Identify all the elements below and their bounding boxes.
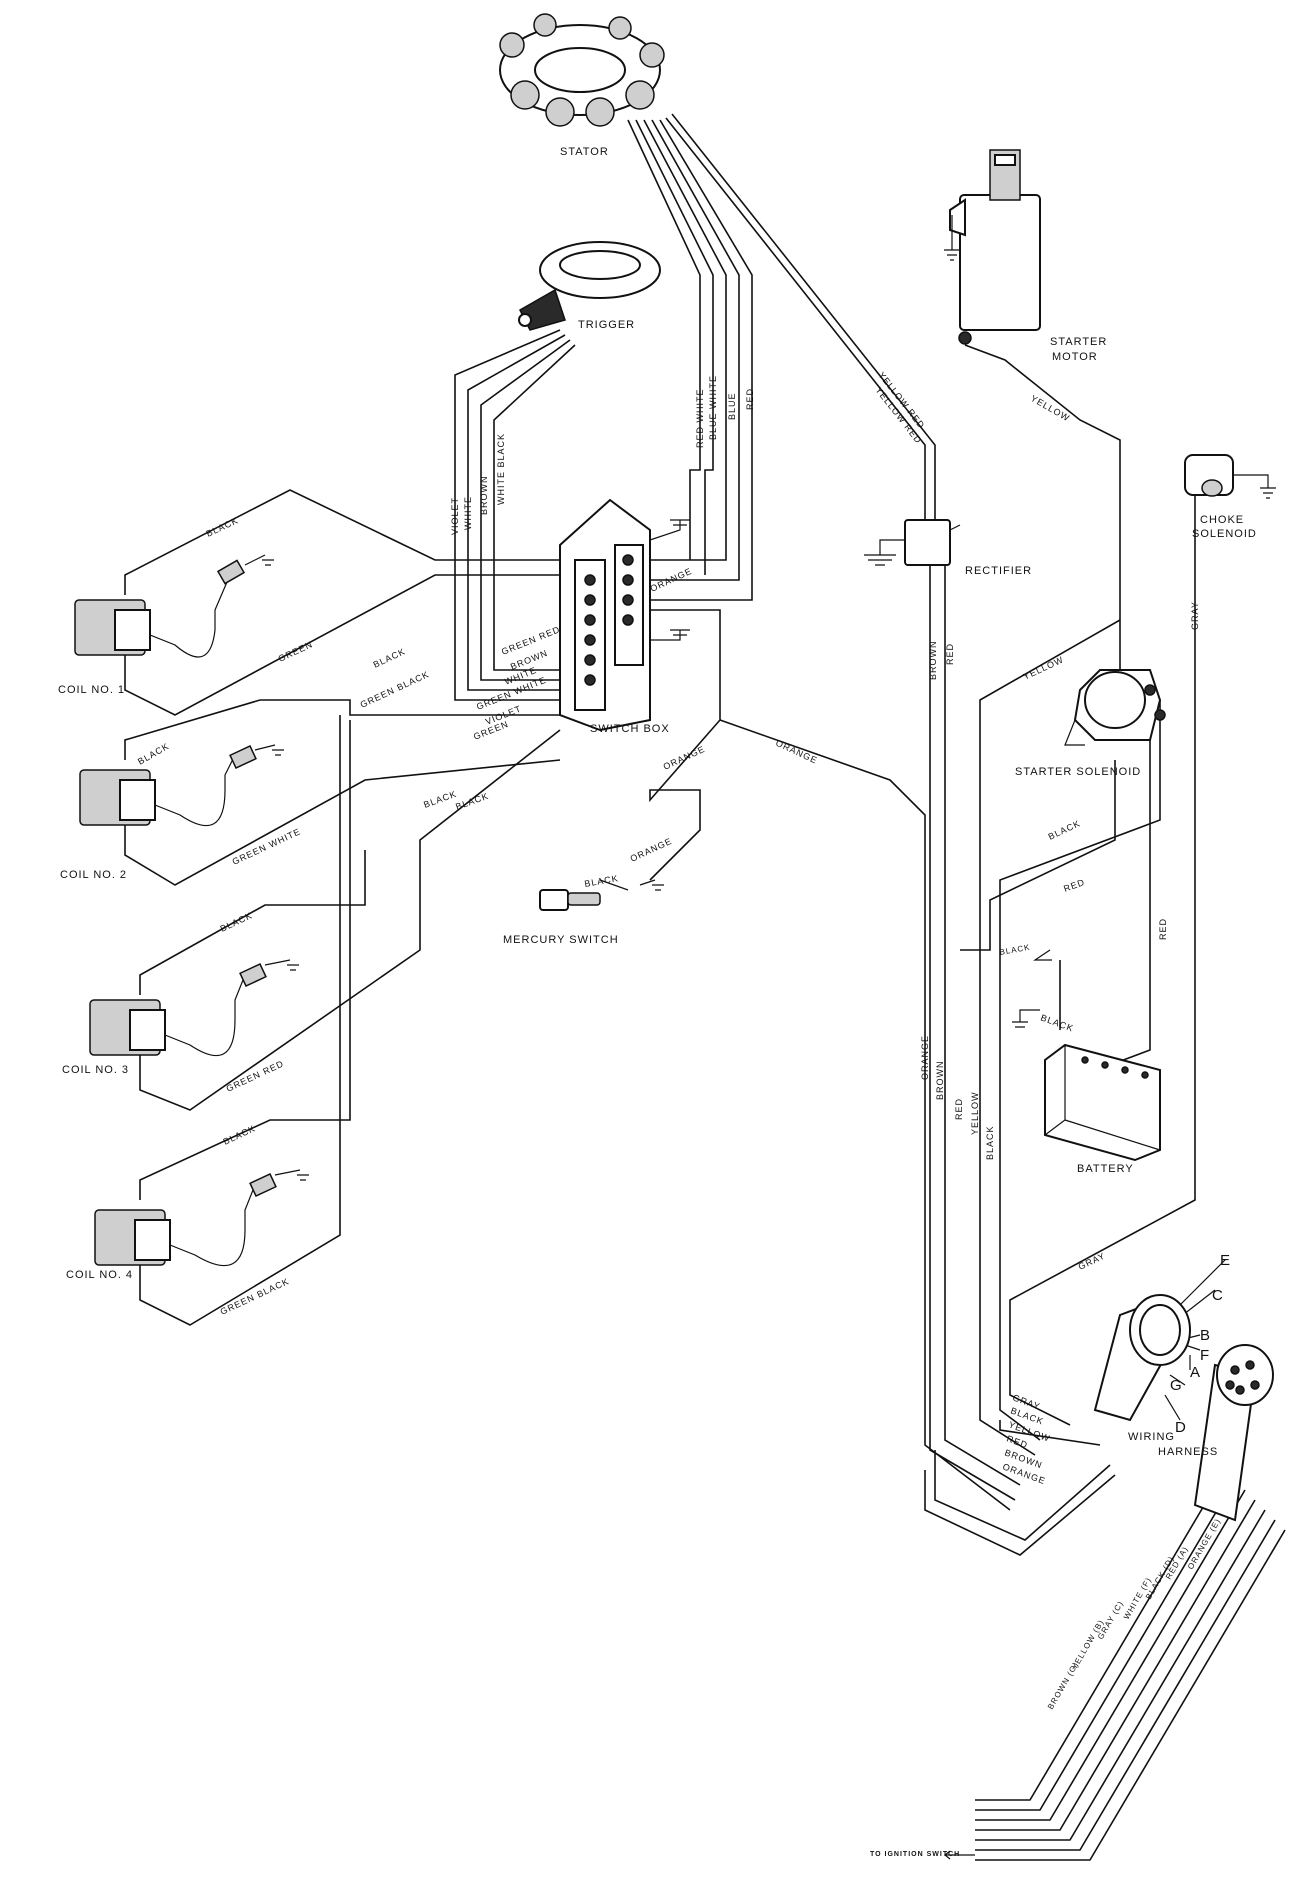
wire-label-green-black-mid: GREEN BLACK	[359, 669, 431, 710]
wire-label-brown-bundle: BROWN	[935, 1061, 945, 1101]
wire-label-blue-white: BLUE WHITE	[708, 375, 718, 440]
starter-motor-label-2: MOTOR	[1052, 351, 1098, 363]
wire-label-orange-b: ORANGE	[662, 744, 707, 772]
wire-label-yellow-bundle: YELLOW	[970, 1091, 980, 1135]
wire-label-black-sol: BLACK	[1047, 818, 1083, 842]
choke-solenoid-label-2: SOLENOID	[1192, 528, 1257, 540]
wire-label-yellow-sol: YELLOW	[1022, 654, 1066, 681]
plug-letter-d: D	[1175, 1419, 1187, 1436]
to-ignition-switch-label: TO IGNITION SWITCH	[870, 1851, 960, 1858]
wire-label-brown: BROWN	[479, 476, 489, 516]
starter-motor-label-1: STARTER	[1050, 336, 1107, 348]
starter-solenoid-label: STARTER SOLENOID	[1015, 766, 1141, 778]
plug-letter-c: C	[1212, 1287, 1224, 1304]
wire-label-green-black-c4: GREEN BLACK	[219, 1276, 291, 1317]
coil-1	[74, 554, 274, 658]
plug-letter-a: A	[1190, 1364, 1201, 1381]
battery-label: BATTERY	[1077, 1163, 1134, 1175]
mercury-switch	[539, 879, 664, 911]
wire-label-orange-bundle: ORANGE	[920, 1035, 930, 1080]
wiring-harness-label-2: HARNESS	[1158, 1446, 1218, 1458]
plug-letter-e: E	[1220, 1252, 1231, 1269]
wire-label-white: WHITE	[463, 496, 473, 530]
wire-label-green-c1: GREEN	[277, 639, 315, 664]
wire-label-black-c2: BLACK	[136, 741, 171, 767]
wire-label-black-top: BLACK	[205, 515, 241, 539]
trigger	[518, 241, 661, 331]
rectifier	[864, 519, 961, 566]
wire-label-black-bundle: BLACK	[985, 1125, 995, 1160]
trigger-label: TRIGGER	[578, 319, 635, 331]
wire-label-red-rect: RED	[945, 643, 955, 665]
harness-out-yellow: YELLOW (B)	[1070, 1618, 1106, 1671]
wire-label-gray-choke: GRAY	[1190, 601, 1200, 630]
coil-2-label: COIL NO. 2	[60, 869, 127, 881]
wire-label-red-sol: RED	[1062, 877, 1086, 894]
plug-letter-f: F	[1200, 1347, 1210, 1364]
mercury-switch-label: MERCURY SWITCH	[503, 934, 619, 946]
wire-label-red: RED	[745, 388, 755, 410]
plug-letter-b: B	[1200, 1327, 1211, 1344]
wire-label-black-gnd: BLACK	[999, 943, 1031, 957]
wire-label-green-red-box: GREEN RED	[500, 624, 562, 657]
wire-label-black-c4: BLACK	[222, 1123, 258, 1147]
coil-3-label: COIL NO. 3	[62, 1064, 129, 1076]
wire-label-blue: BLUE	[727, 392, 737, 420]
wires	[124, 113, 1286, 1861]
choke-solenoid-label-1: CHOKE	[1200, 514, 1244, 526]
stator-label: STATOR	[560, 146, 609, 158]
stator	[499, 13, 665, 127]
starter-motor	[944, 149, 1041, 345]
component-labels: STATOR TRIGGER STARTER MOTOR CHOKE SOLEN…	[58, 146, 1257, 1858]
wire-label-black-c3: BLACK	[219, 910, 255, 934]
battery	[1012, 949, 1161, 1162]
wire-label-brown-rect: BROWN	[928, 641, 938, 681]
wiring-harness	[1093, 1294, 1274, 1522]
wire-label-black-mid1: BLACK	[422, 789, 458, 810]
coil-3	[89, 959, 299, 1056]
wire-label-black-c1: BLACK	[372, 646, 408, 670]
coil-2	[79, 744, 284, 826]
wire-label-red-white: RED WHITE	[695, 389, 705, 449]
wire-label-black-mid2: BLACK	[454, 791, 490, 812]
starter-solenoid	[1064, 669, 1166, 746]
wiring-harness-label-1: WIRING	[1128, 1431, 1175, 1443]
switch-box-label: SWITCH BOX	[590, 723, 670, 735]
coil-4-label: COIL NO. 4	[66, 1269, 133, 1281]
wire-label-black-merc: BLACK	[584, 873, 620, 889]
coil-4	[94, 1169, 309, 1266]
wire-label-green-red-c3: GREEN RED	[225, 1058, 286, 1093]
plug-letters: E C B F A G D	[1170, 1252, 1231, 1436]
choke-solenoid	[1184, 454, 1276, 499]
wire-label-red-batt: RED	[1158, 918, 1168, 940]
rectifier-label: RECTIFIER	[965, 565, 1032, 577]
wire-label-green-white-c2: GREEN WHITE	[231, 826, 303, 867]
wire-label-orange-c: ORANGE	[629, 836, 674, 864]
wire-label-gray-long: GRAY	[1077, 1251, 1107, 1272]
ignition-arrow	[944, 1850, 975, 1860]
wire-label-violet: VIOLET	[450, 497, 460, 535]
switch-box	[559, 498, 690, 732]
wire-label-white-black: WHITE BLACK	[496, 433, 506, 505]
plug-letter-g: G	[1170, 1377, 1183, 1394]
wire-label-red-bundle: RED	[954, 1098, 964, 1120]
wire-label-black-batt: BLACK	[1039, 1012, 1075, 1033]
coil-1-label: COIL NO. 1	[58, 684, 125, 696]
